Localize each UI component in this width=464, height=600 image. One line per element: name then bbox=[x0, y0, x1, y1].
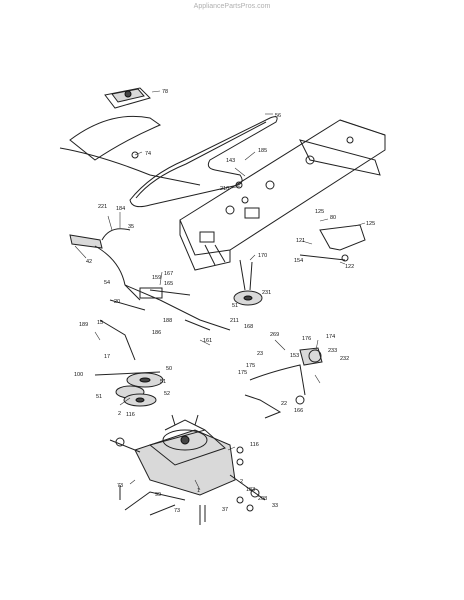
callout-168: 168 bbox=[244, 324, 253, 330]
callout-2b: 2 bbox=[240, 479, 243, 485]
callout-125: 125 bbox=[315, 209, 324, 215]
transaxle bbox=[109, 414, 266, 516]
callout-184: 184 bbox=[116, 206, 125, 212]
callout-232: 232 bbox=[340, 356, 349, 362]
callout-210: 210 bbox=[220, 186, 229, 192]
callout-51c: 51 bbox=[96, 394, 102, 400]
callout-51: 51 bbox=[232, 303, 238, 309]
callout-161: 161 bbox=[203, 338, 212, 344]
callout-165: 165 bbox=[164, 281, 173, 287]
callout-23: 23 bbox=[257, 351, 263, 357]
callout-74: 74 bbox=[145, 151, 151, 157]
callout-269: 269 bbox=[270, 332, 279, 338]
callout-37: 37 bbox=[222, 507, 228, 513]
callout-211: 211 bbox=[230, 318, 239, 324]
callout-186: 186 bbox=[152, 330, 161, 336]
callout-42: 42 bbox=[86, 259, 92, 265]
callout-17: 17 bbox=[104, 354, 110, 360]
callout-22: 22 bbox=[281, 401, 287, 407]
callout-231: 231 bbox=[262, 290, 271, 296]
callout-52: 52 bbox=[164, 391, 170, 397]
callout-189: 189 bbox=[79, 322, 88, 328]
callout-233: 233 bbox=[328, 348, 337, 354]
callout-116b: 116 bbox=[250, 442, 259, 448]
callout-122: 122 bbox=[345, 264, 354, 270]
callout-80: 80 bbox=[330, 215, 336, 221]
callout-56: 56 bbox=[275, 113, 281, 119]
drive-belt bbox=[129, 116, 278, 208]
callout-labels: 78 56 74 185 143 210 80 125 125 121 154 … bbox=[74, 89, 375, 514]
idler-pulleys bbox=[94, 371, 164, 407]
callout-73b: 73 bbox=[174, 508, 180, 514]
callout-1: 1 bbox=[197, 488, 200, 494]
callout-15: 15 bbox=[97, 320, 103, 326]
callout-78: 78 bbox=[162, 89, 168, 95]
callout-183: 183 bbox=[246, 487, 255, 493]
callout-208: 208 bbox=[258, 496, 267, 502]
callout-116: 116 bbox=[126, 412, 135, 418]
callout-153: 153 bbox=[290, 353, 299, 359]
callout-175: 175 bbox=[246, 363, 255, 369]
callout-100: 100 bbox=[74, 372, 83, 378]
callout-121: 121 bbox=[296, 238, 305, 244]
callout-33: 33 bbox=[272, 503, 278, 509]
callout-20: 20 bbox=[114, 299, 120, 305]
callout-167: 167 bbox=[164, 271, 173, 277]
callout-221: 221 bbox=[98, 204, 107, 210]
callout-185: 185 bbox=[258, 148, 267, 154]
engine-pulley bbox=[233, 259, 263, 306]
shift-linkage bbox=[244, 347, 323, 419]
callout-175b: 175 bbox=[238, 370, 247, 376]
callout-170: 170 bbox=[258, 253, 267, 259]
callout-174: 174 bbox=[326, 334, 335, 340]
callout-176: 176 bbox=[302, 336, 311, 342]
callout-51b: 51 bbox=[160, 379, 166, 385]
brake-pedal bbox=[69, 228, 141, 301]
callout-35: 35 bbox=[128, 224, 134, 230]
leader-lines bbox=[74, 90, 366, 491]
callout-99: 99 bbox=[155, 492, 161, 498]
callout-2: 2 bbox=[118, 411, 121, 417]
linkage-rods bbox=[99, 284, 231, 361]
callout-154: 154 bbox=[294, 258, 303, 264]
fasteners bbox=[119, 151, 254, 525]
callout-125b: 125 bbox=[366, 221, 375, 227]
callout-166: 166 bbox=[294, 408, 303, 414]
watermark-text: AppliancePartsPros.com bbox=[193, 3, 271, 10]
main-frame bbox=[179, 119, 386, 271]
callout-143: 143 bbox=[226, 158, 235, 164]
callout-50: 50 bbox=[166, 366, 172, 372]
callout-159: 159 bbox=[152, 275, 161, 281]
dash-cover bbox=[59, 87, 201, 186]
callout-188: 188 bbox=[163, 318, 172, 324]
rear-bracket bbox=[299, 224, 366, 262]
callout-73: 73 bbox=[117, 483, 123, 489]
callout-54: 54 bbox=[104, 280, 110, 286]
